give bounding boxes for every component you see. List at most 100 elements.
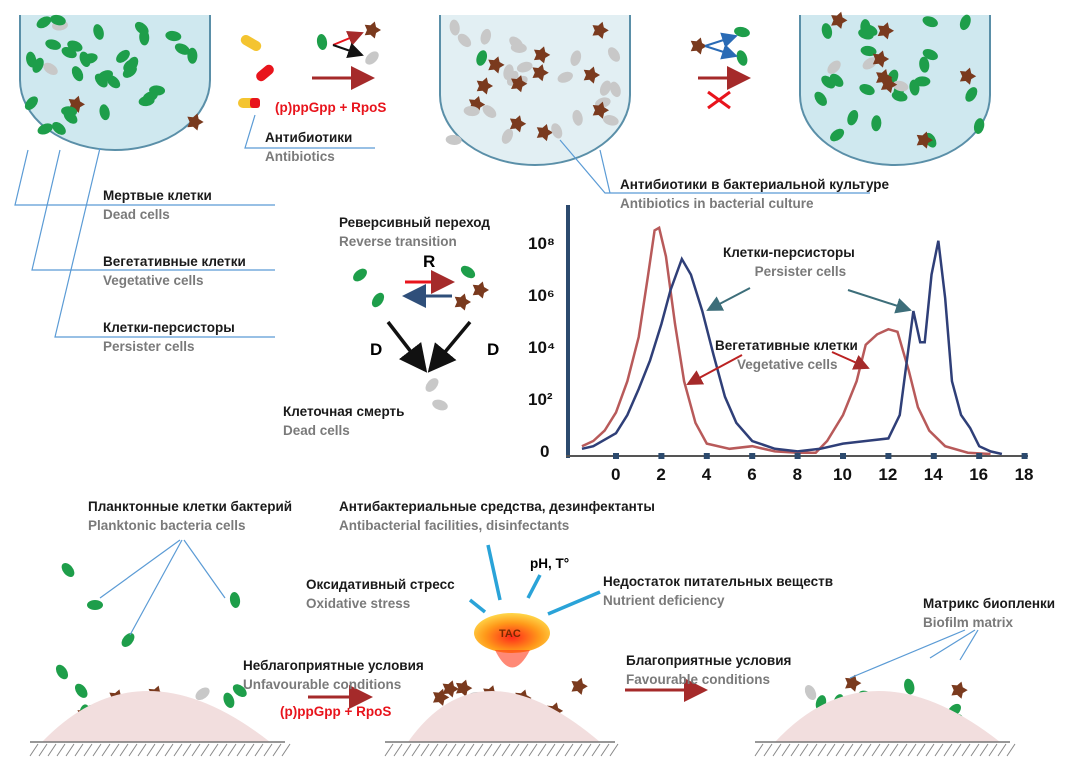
green-cell xyxy=(87,600,103,610)
green-cell xyxy=(736,50,748,66)
brown-cell xyxy=(583,66,601,84)
green-cell xyxy=(476,50,488,66)
green-cell xyxy=(223,692,235,708)
brown-cell xyxy=(511,75,528,93)
dead-cell xyxy=(432,399,448,411)
brown-cell xyxy=(509,115,527,133)
brown-cell xyxy=(916,131,933,149)
d-left-label: D xyxy=(370,340,383,359)
green-cell xyxy=(116,49,130,63)
dead-cell xyxy=(449,19,460,36)
y-tick-label: 0 xyxy=(540,442,550,461)
brown-cell xyxy=(472,281,489,299)
x-tick-label: 2 xyxy=(656,465,666,484)
dead-cell xyxy=(551,123,563,139)
dead-cell xyxy=(445,134,462,145)
dead-cell xyxy=(609,81,621,98)
green-cell xyxy=(904,678,915,695)
green-cell xyxy=(914,76,931,87)
y-tick-label: 10⁴ xyxy=(528,338,556,357)
green-cell xyxy=(959,14,971,31)
green-cell xyxy=(52,121,66,135)
tac-label: TAC xyxy=(499,628,521,640)
green-cell xyxy=(45,39,61,50)
green-cell xyxy=(37,123,53,135)
dead-cell xyxy=(572,109,583,126)
flow-chart-plot xyxy=(566,205,1028,459)
dead-cell xyxy=(457,33,472,48)
green-cell xyxy=(139,29,150,46)
green-cell xyxy=(232,684,247,698)
green-cell xyxy=(174,43,190,55)
dead-cell xyxy=(195,687,210,701)
x-tick-mark xyxy=(840,453,846,459)
brown-cell xyxy=(951,681,968,699)
green-cell xyxy=(74,683,88,698)
y-tick-label: 10⁶ xyxy=(528,286,555,305)
brown-cell xyxy=(187,113,204,131)
dead-cell xyxy=(43,62,58,75)
brown-cell xyxy=(536,123,554,142)
x-tick-label: 6 xyxy=(747,465,757,484)
green-cell xyxy=(26,51,37,68)
dead-cell xyxy=(804,684,817,701)
green-cell xyxy=(353,268,367,282)
brown-cell xyxy=(364,21,381,39)
dead-cell xyxy=(510,42,527,53)
x-tick-label: 10 xyxy=(833,465,852,484)
leader-lines xyxy=(14,114,870,338)
biofilm-mounds xyxy=(29,691,1016,757)
brown-cell xyxy=(456,679,473,697)
d-right-label: D xyxy=(487,340,500,359)
x-tick-label: 0 xyxy=(611,465,621,484)
x-tick-mark xyxy=(794,453,801,459)
green-cell xyxy=(71,66,84,82)
green-cell xyxy=(50,14,66,26)
dead-cell xyxy=(482,105,497,119)
x-tick-mark xyxy=(613,453,619,459)
green-cell xyxy=(122,65,137,78)
green-cell xyxy=(859,84,875,96)
green-cell xyxy=(871,115,882,132)
x-tick-mark xyxy=(703,453,710,459)
green-cell xyxy=(973,118,985,134)
dead-cell xyxy=(365,51,379,65)
green-cell xyxy=(61,106,78,117)
x-tick-mark xyxy=(1021,453,1028,459)
green-cell xyxy=(94,73,108,88)
antibacterial-label: Антибактериальные средства, дезинфектант… xyxy=(339,499,655,533)
green-cell xyxy=(371,292,385,308)
brown-cell xyxy=(532,64,549,82)
antibiotic-pills xyxy=(238,35,274,108)
brown-cell xyxy=(476,77,494,95)
ph-temp-label: pH, T° xyxy=(530,556,570,571)
brown-cell xyxy=(831,11,848,29)
x-tick-mark xyxy=(976,453,983,459)
green-cell xyxy=(55,664,69,680)
y-tick-label: 10² xyxy=(528,390,553,409)
green-cell xyxy=(965,87,978,102)
green-cell xyxy=(919,56,930,73)
series-line-1 xyxy=(581,240,1003,456)
x-tick-label: 16 xyxy=(969,465,989,484)
brown-cell xyxy=(872,50,890,68)
brown-cell xyxy=(845,674,862,692)
green-cell xyxy=(165,30,182,42)
y-tick-label: 10⁸ xyxy=(528,234,555,253)
x-tick-label: 12 xyxy=(878,465,898,484)
green-cell xyxy=(99,104,110,121)
green-cell xyxy=(858,28,874,40)
signal-label-bottom: (p)ppGpp + RpoS xyxy=(280,704,392,719)
beaker-2 xyxy=(439,15,631,166)
green-cell xyxy=(821,23,833,39)
